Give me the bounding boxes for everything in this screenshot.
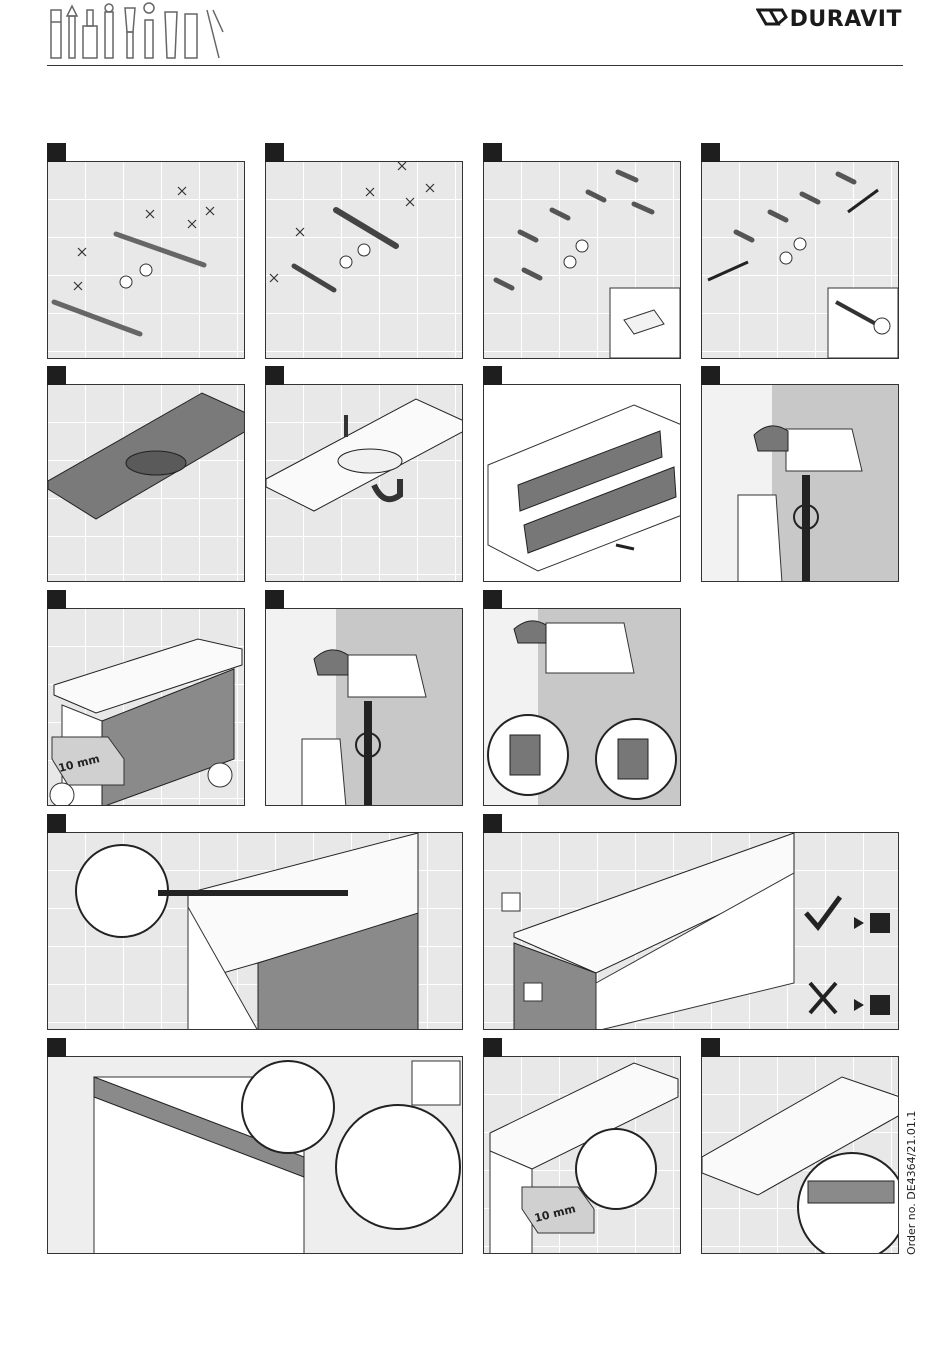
step-panel-9: 10 mm (47, 608, 245, 806)
step-marker-13 (483, 814, 502, 833)
step-marker-7 (483, 366, 502, 385)
step-marker-1 (47, 143, 66, 162)
silicone-joint-illustration (702, 1057, 899, 1254)
step-panel-11 (483, 608, 681, 806)
step-panel-10 (265, 608, 463, 806)
step-marker-4 (701, 143, 720, 162)
step-panel-7 (483, 384, 681, 582)
step-marker-5 (47, 366, 66, 385)
cabinet-bracket-illustration (48, 833, 463, 1030)
step-marker-14 (47, 1038, 66, 1057)
step-panel-3 (483, 161, 681, 359)
step-panel-5 (47, 384, 245, 582)
header-divider (47, 65, 903, 66)
step-panel-14 (47, 1056, 463, 1254)
step-panel-8 (701, 384, 899, 582)
tools-icon (47, 2, 227, 62)
step-panel-2 (265, 161, 463, 359)
bracket-height-illustration (48, 1057, 463, 1254)
basin-illustration (48, 385, 245, 582)
step-marker-6 (265, 366, 284, 385)
drilling-illustration (266, 162, 463, 359)
step-marker-9 (47, 590, 66, 609)
order-number: Order no. DE4364/21.01.1 (905, 1111, 918, 1255)
drawer-illustration (484, 385, 681, 582)
step-marker-8 (701, 366, 720, 385)
step-panel-15: 10 mm (483, 1056, 681, 1254)
basin-tap-illustration (266, 385, 463, 582)
bracket-lower-illustration (266, 609, 463, 806)
step-panel-6 (265, 384, 463, 582)
screw-illustration (702, 162, 899, 359)
brand-mark-icon (756, 6, 788, 33)
step-marker-3 (483, 143, 502, 162)
brand-name: DURAVIT (790, 7, 902, 32)
wall-marking-illustration (48, 162, 245, 359)
step-panel-13 (483, 832, 899, 1030)
bracket-adjust-illustration (702, 385, 899, 582)
step-marker-2 (265, 143, 284, 162)
step-marker-15 (483, 1038, 502, 1057)
spacer-block-illustration (484, 609, 681, 806)
step-panel-4 (701, 161, 899, 359)
brand-logo: DURAVIT (756, 6, 902, 33)
alignment-check-illustration (484, 833, 899, 1030)
step-marker-10 (265, 590, 284, 609)
step-marker-12 (47, 814, 66, 833)
step-marker-16 (701, 1038, 720, 1057)
vanity-spacer-illustration (48, 609, 245, 806)
wall-bolt-illustration (484, 1057, 681, 1254)
step-marker-11 (483, 590, 502, 609)
wall-plug-illustration (484, 162, 681, 359)
step-panel-16 (701, 1056, 899, 1254)
step-panel-1 (47, 161, 245, 359)
step-panel-12 (47, 832, 463, 1030)
